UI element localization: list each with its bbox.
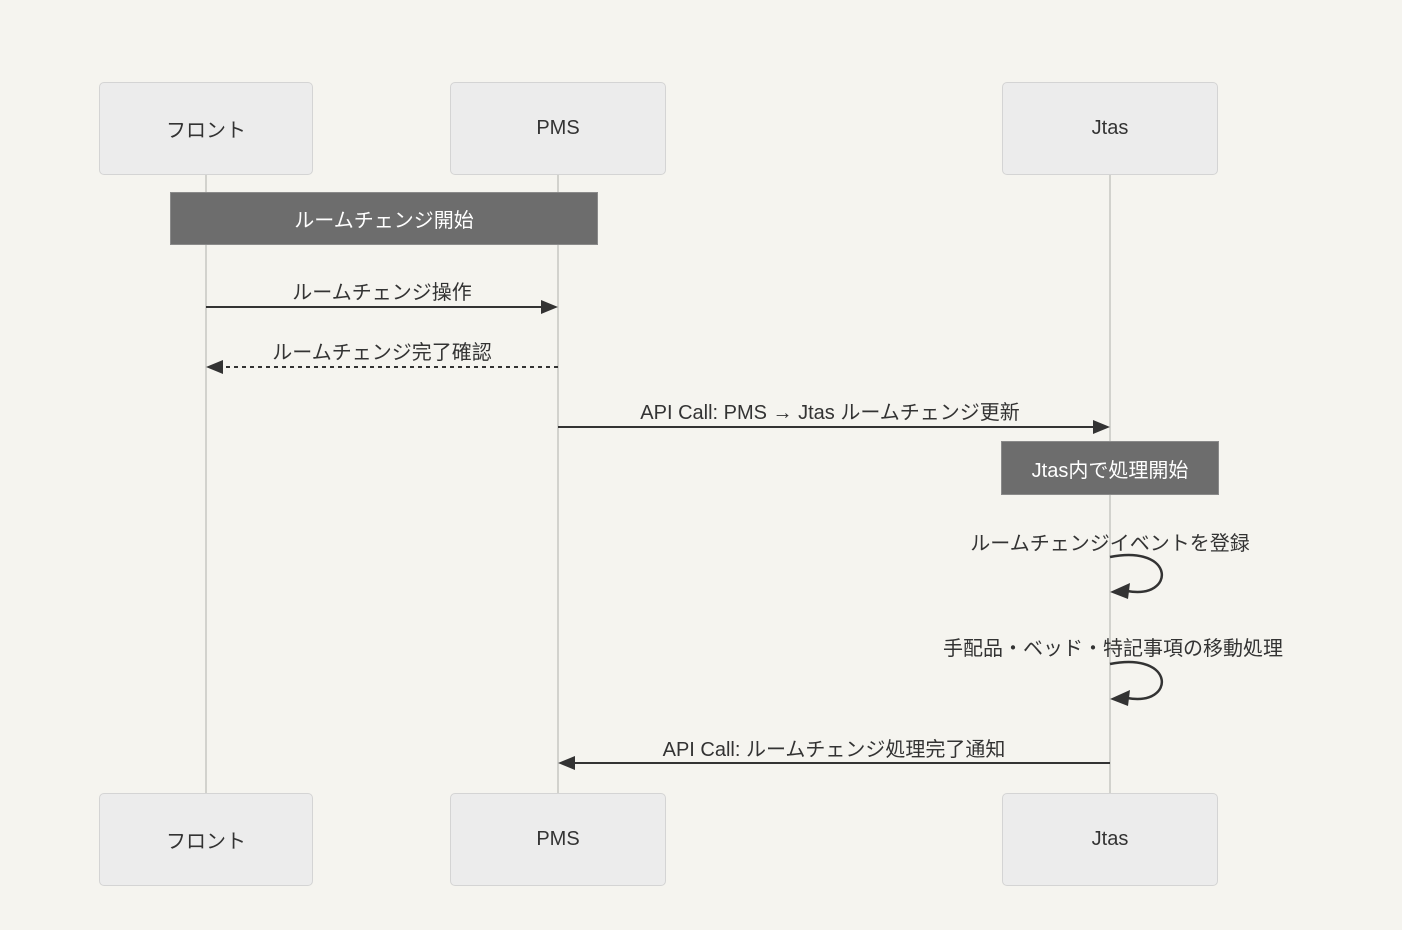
note-jtas-processing-start: Jtas内で処理開始: [1001, 441, 1219, 495]
participant-box-jtas-top: Jtas: [1002, 82, 1218, 175]
participant-box-front-top: フロント: [99, 82, 313, 175]
arrowhead-right-icon: [541, 300, 558, 314]
arrowhead-left-icon: [1110, 690, 1130, 706]
message-label: ルームチェンジ操作: [292, 282, 472, 304]
participant-box-jtas-bottom: Jtas: [1002, 793, 1218, 886]
arrowhead-left-icon: [1110, 583, 1130, 599]
self-loop-arrow: [1109, 553, 1163, 594]
arrowhead-left-icon: [206, 360, 223, 374]
participant-box-pms-top: PMS: [450, 82, 666, 175]
arrowhead-left-icon: [558, 756, 575, 770]
message-label: ルームチェンジ完了確認: [272, 342, 492, 364]
participant-label: Jtas: [1091, 828, 1129, 850]
participant-box-front-bottom: フロント: [99, 793, 313, 886]
message-label: 手配品・ベッド・特記事項の移動処理: [943, 638, 1283, 660]
participant-label: PMS: [536, 117, 580, 139]
message-label: ルームチェンジイベントを登録: [970, 533, 1250, 555]
message-label: API Call: PMS → Jtas ルームチェンジ更新: [640, 402, 1020, 424]
participant-label: フロント: [166, 831, 246, 853]
participant-label: フロント: [166, 120, 246, 142]
participant-label: Jtas: [1091, 117, 1129, 139]
participant-box-pms-bottom: PMS: [450, 793, 666, 886]
self-loop-arrow: [1109, 660, 1163, 701]
participant-label: PMS: [536, 828, 580, 850]
arrowhead-right-icon: [1093, 420, 1110, 434]
note-label: Jtas内で処理開始: [1031, 459, 1189, 482]
message-label: API Call: ルームチェンジ処理完了通知: [662, 739, 1006, 761]
note-room-change-start: ルームチェンジ開始: [170, 192, 598, 245]
note-label: ルームチェンジ開始: [294, 210, 474, 232]
